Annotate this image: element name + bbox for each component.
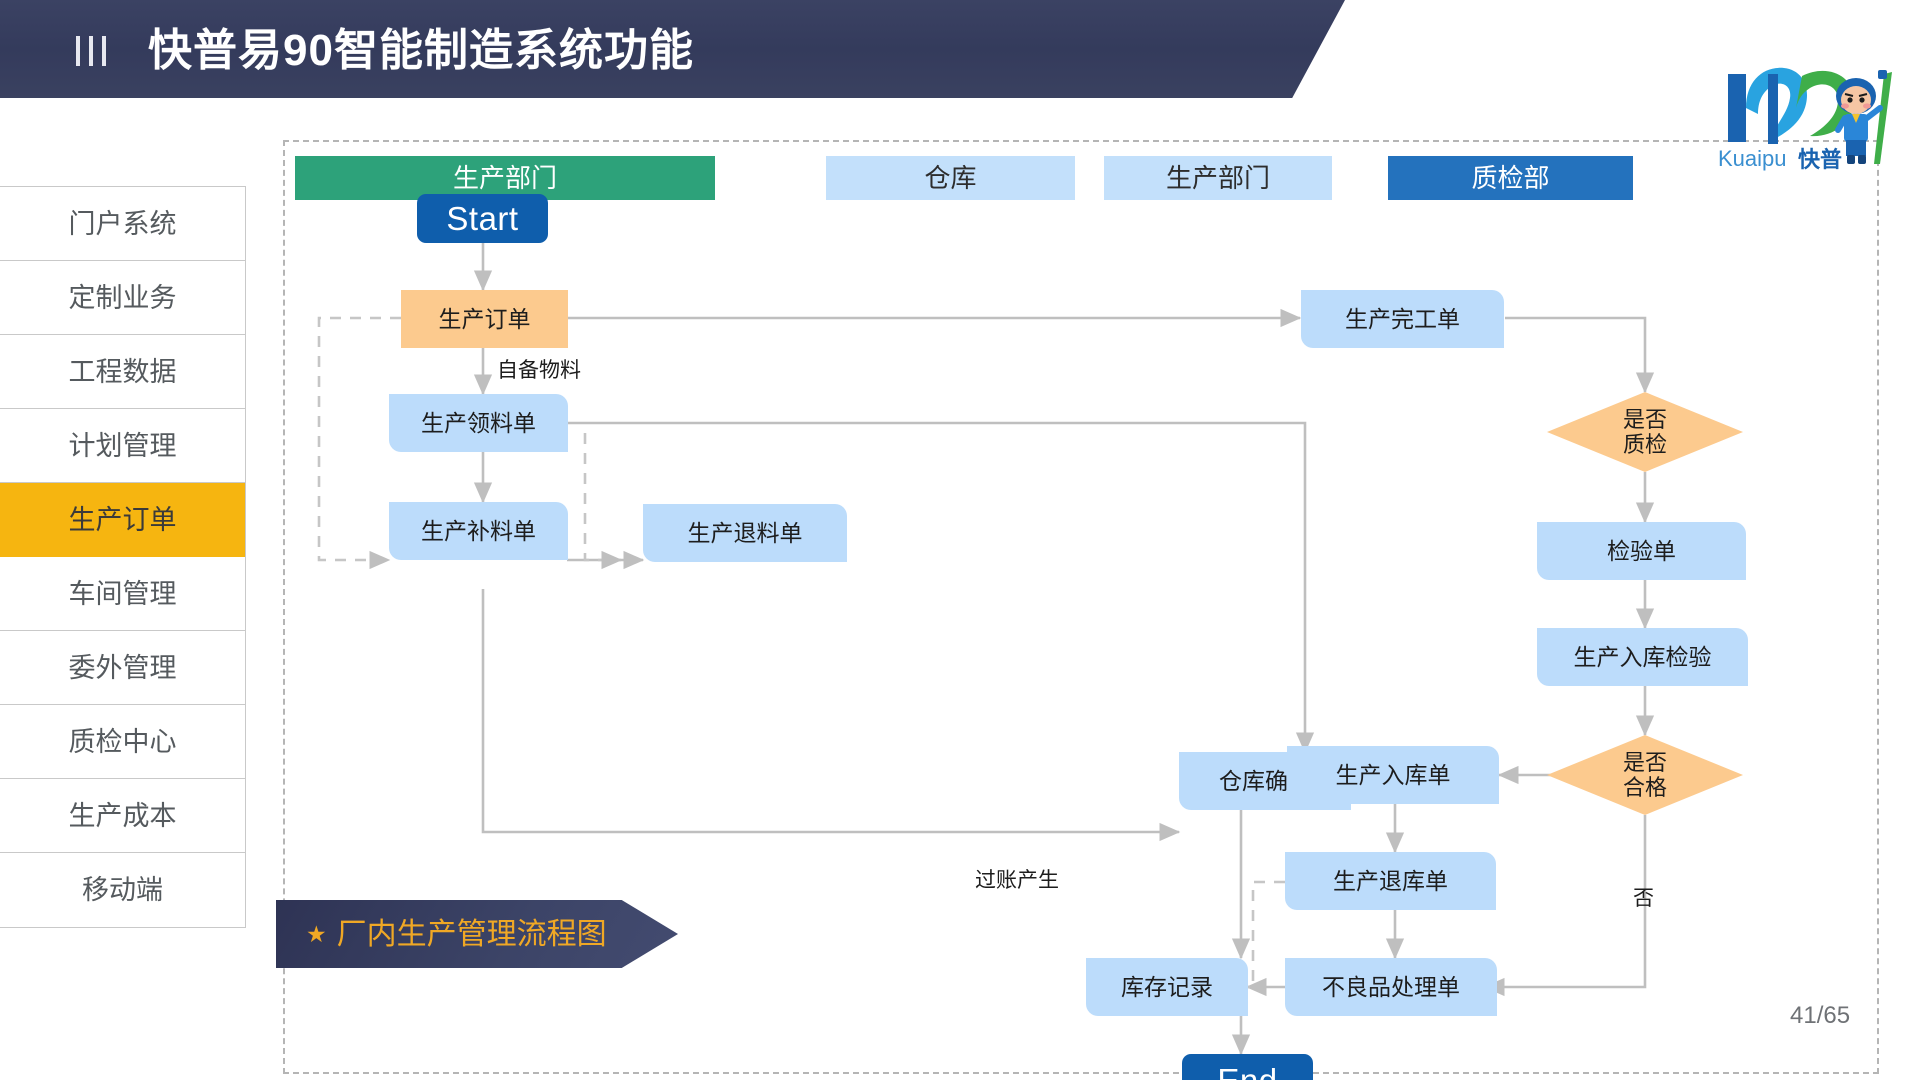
logo-text-en: Kuaipu <box>1718 146 1787 171</box>
node-start[interactable]: Start <box>417 194 548 243</box>
sidebar-item-1[interactable]: 定制业务 <box>0 261 245 335</box>
node-qc-check-label: 是否质检 <box>1622 406 1667 457</box>
node-return-mat[interactable]: 生产退料单 <box>643 504 847 562</box>
header-bar <box>0 0 1265 98</box>
sidebar-item-5[interactable]: 车间管理 <box>0 557 245 631</box>
sidebar-item-7[interactable]: 质检中心 <box>0 705 245 779</box>
sidebar-item-3[interactable]: 计划管理 <box>0 409 245 483</box>
node-order[interactable]: 生产订单 <box>401 290 568 348</box>
star-icon: ★ <box>306 921 327 947</box>
sidebar-item-8[interactable]: 生产成本 <box>0 779 245 853</box>
banner-label: 厂内生产管理流程图 <box>336 918 607 951</box>
sidebar-item-6[interactable]: 委外管理 <box>0 631 245 705</box>
sidebar-item-0[interactable]: 门户系统 <box>0 187 245 261</box>
brand-logo: Kuaipu 快普 <box>1706 56 1906 174</box>
node-refill[interactable]: 生产补料单 <box>389 502 568 560</box>
sidebar: 门户系统 定制业务 工程数据 计划管理 生产订单 车间管理 委外管理 质检中心 … <box>0 186 246 928</box>
node-out-stock[interactable]: 生产退库单 <box>1285 852 1496 910</box>
edge-label-posting: 过账产生 <box>975 869 1059 892</box>
node-in-stock[interactable]: 生产入库单 <box>1287 746 1499 804</box>
logo-text-cn: 快普 <box>1798 147 1842 172</box>
flowchart-canvas: 生产部门 仓库 生产部门 质检部 Start 生产订单 生产领料单 生产补料单 … <box>283 140 1879 1080</box>
node-in-insp[interactable]: 生产入库检验 <box>1537 628 1748 686</box>
bars-icon[interactable] <box>76 36 122 66</box>
banner-text: ★ 厂内生产管理流程图 <box>306 900 607 968</box>
lane-header-2: 生产部门 <box>1104 156 1332 200</box>
flow-title-banner: ★ 厂内生产管理流程图 <box>276 900 678 968</box>
page-number: 41/65 <box>1790 1002 1851 1029</box>
sidebar-item-4[interactable]: 生产订单 <box>0 483 245 557</box>
edge-label-no: 否 <box>1633 887 1654 910</box>
node-end[interactable]: End <box>1182 1054 1313 1080</box>
node-pass-check[interactable]: 是否合格 <box>1547 735 1743 815</box>
header-bar-diagonal-edge <box>1225 0 1345 98</box>
lane-header-0: 生产部门 <box>295 156 715 200</box>
lane-header-3: 质检部 <box>1388 156 1633 200</box>
node-insp-doc[interactable]: 检验单 <box>1537 522 1746 580</box>
node-inv-record[interactable]: 库存记录 <box>1086 958 1248 1016</box>
sidebar-item-9[interactable]: 移动端 <box>0 853 245 927</box>
node-pick[interactable]: 生产领料单 <box>389 394 568 452</box>
flowchart-edges <box>317 242 1655 1056</box>
page-title: 快普易90智能制造系统功能 <box>148 26 694 75</box>
lane-header-1: 仓库 <box>826 156 1075 200</box>
node-finish[interactable]: 生产完工单 <box>1301 290 1504 348</box>
node-defect[interactable]: 不良品处理单 <box>1285 958 1497 1016</box>
sidebar-item-2[interactable]: 工程数据 <box>0 335 245 409</box>
edge-label-self-material: 自备物料 <box>497 359 581 382</box>
node-qc-check[interactable]: 是否质检 <box>1547 392 1743 472</box>
node-pass-check-label: 是否合格 <box>1622 749 1667 800</box>
banner-background <box>276 900 678 968</box>
mascot-icon <box>1835 70 1892 164</box>
